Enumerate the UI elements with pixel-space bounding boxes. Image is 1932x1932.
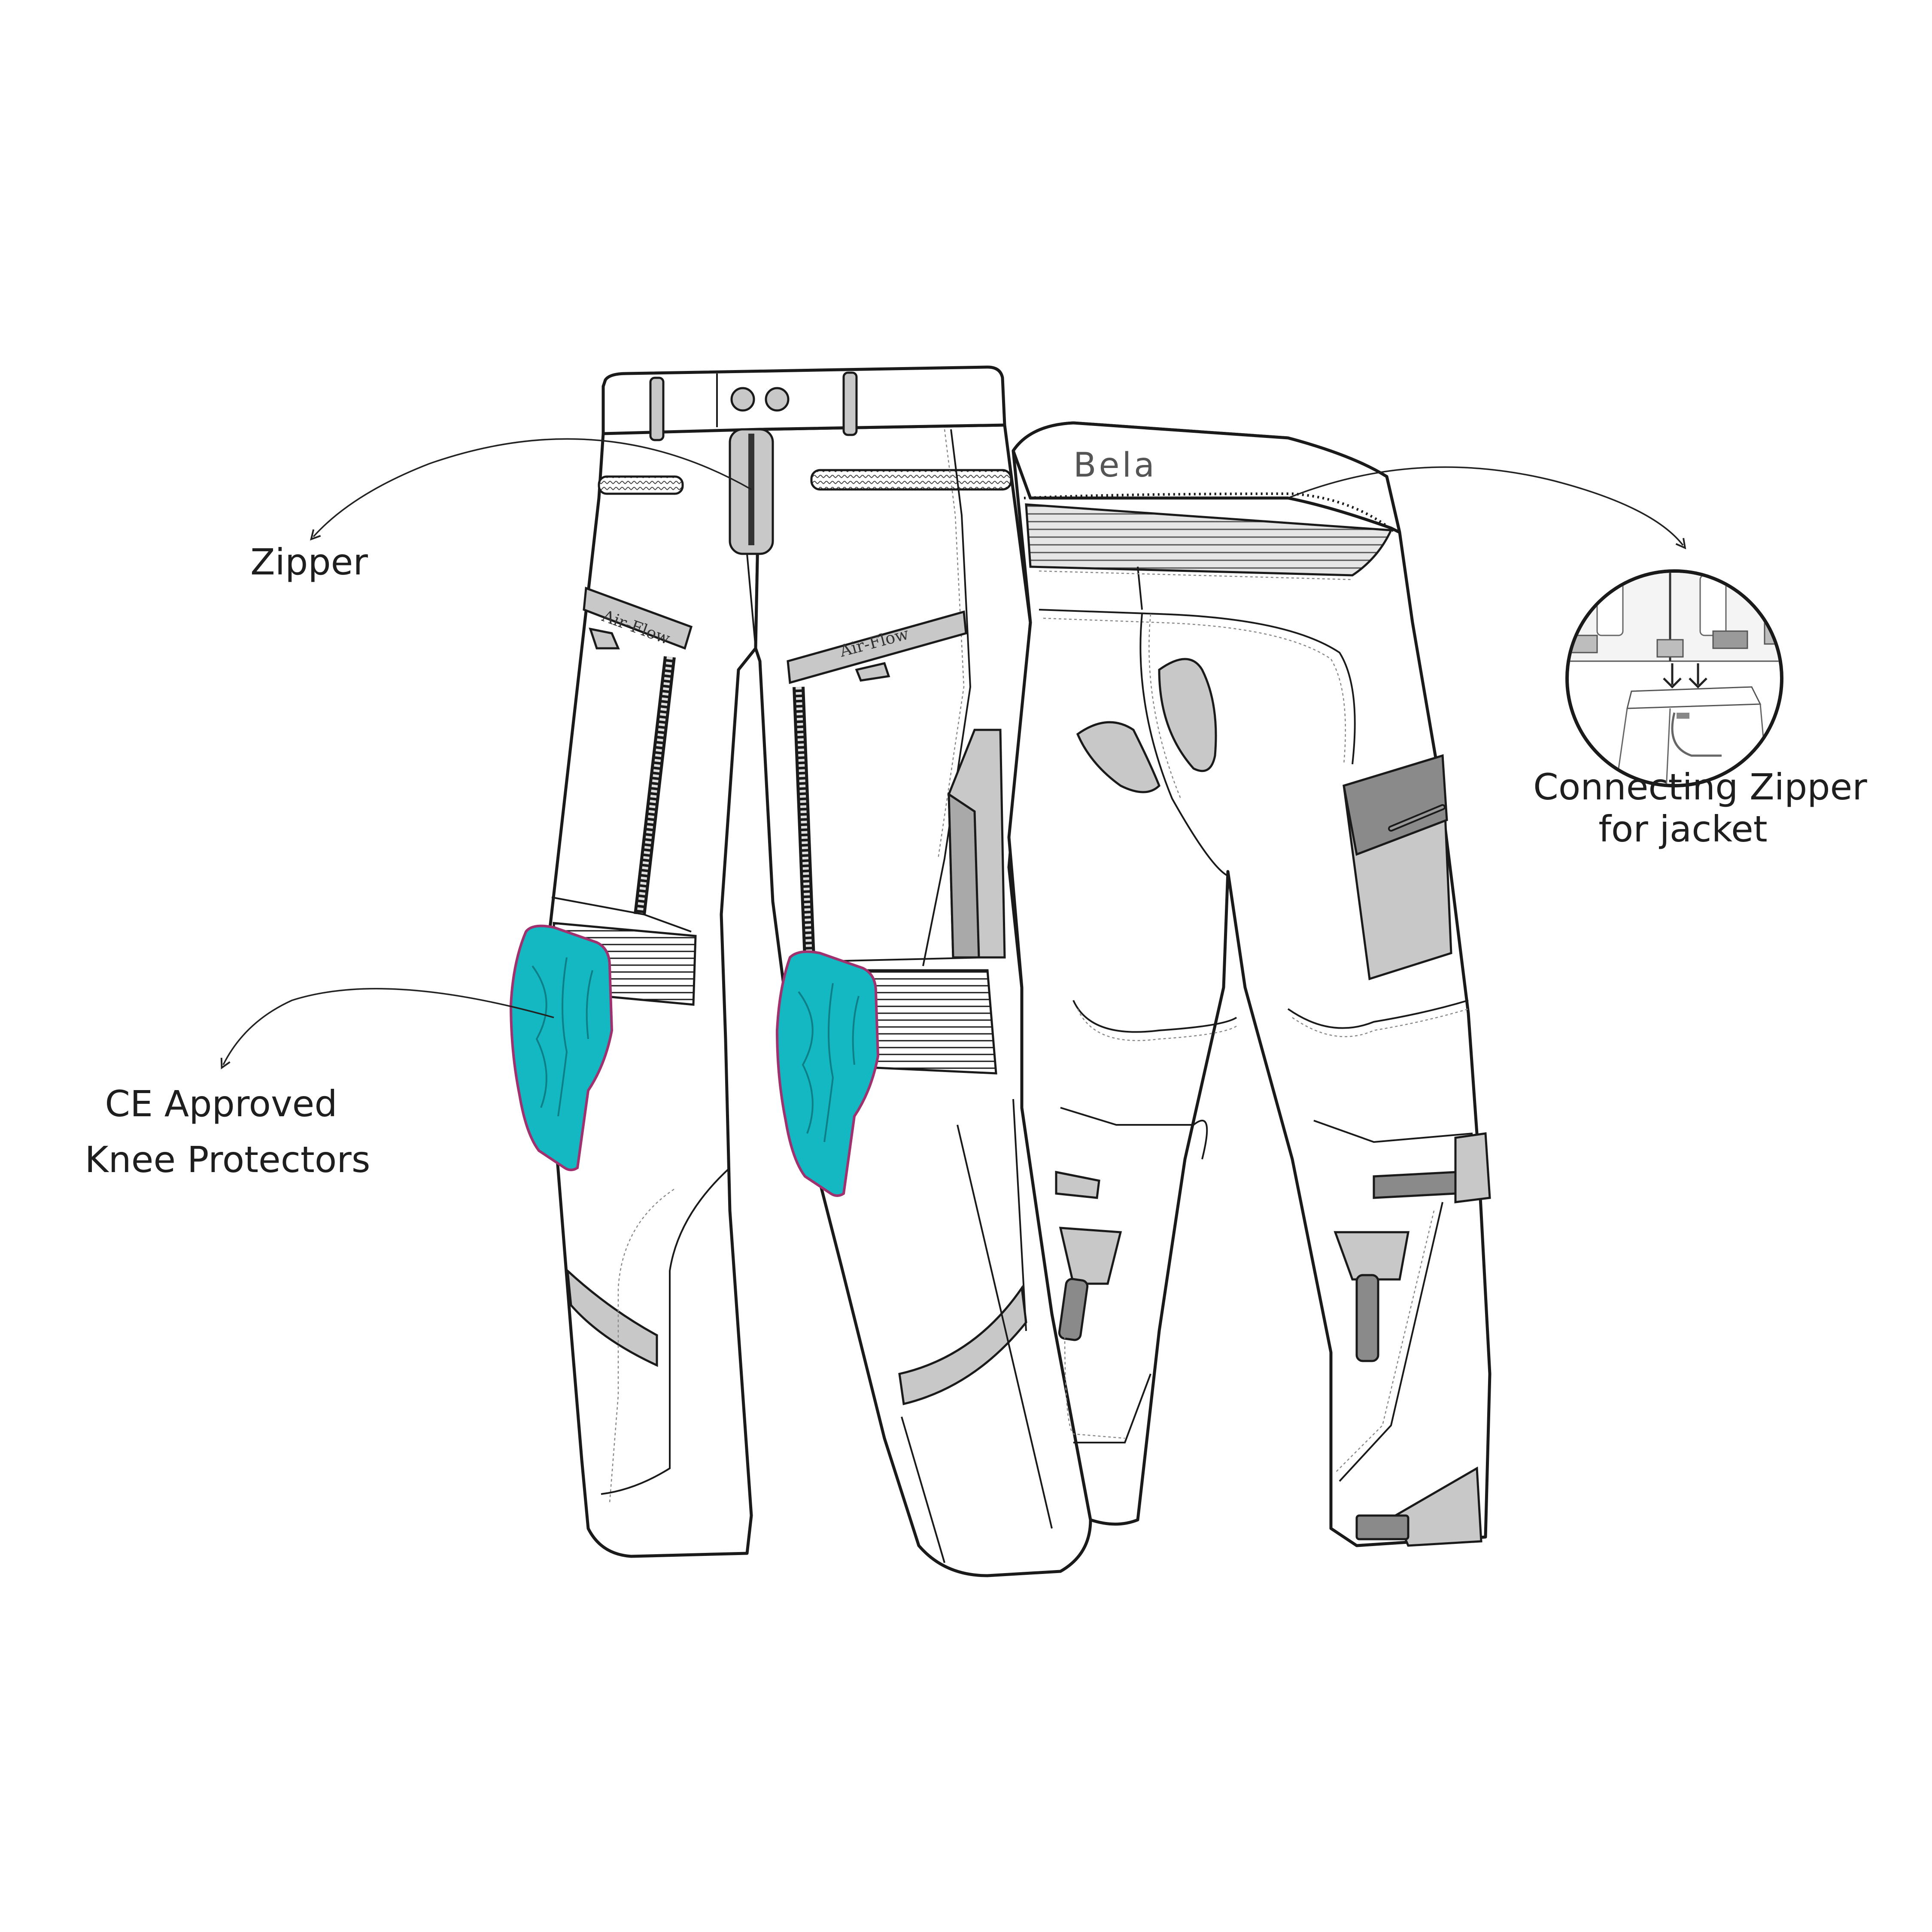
callout-knee-line1: CE Approved: [105, 1083, 337, 1125]
connecting-zipper-inset: [1565, 569, 1783, 787]
knee-protector-left: [509, 924, 614, 1171]
belt-loop-right: [842, 371, 858, 436]
cargo-pocket-back: [1343, 754, 1452, 981]
curved-arrow-icon-zipper: [310, 438, 752, 541]
seat-patch-left: [1076, 721, 1160, 793]
adjust-panel-right: [1334, 1231, 1410, 1281]
callout-connect-line2: for jacket: [1598, 808, 1767, 850]
back-stretch-panel: [1025, 503, 1393, 577]
brand-logo: Bela: [1073, 446, 1157, 485]
hip-pocket-zipper-right: [810, 469, 1012, 491]
shin-band-left: [566, 1268, 658, 1367]
adjust-tab-right-top: [1373, 1171, 1457, 1199]
callout-zipper: Zipper: [250, 541, 368, 583]
snap-button-1: [730, 387, 755, 412]
callout-connect-line1: Connecting Zipper: [1533, 766, 1867, 808]
belt-loop-left: [649, 377, 665, 441]
back-pants: Bela: [1007, 421, 1492, 1547]
front-waistband: [601, 365, 1006, 435]
seat-patch-right: [1158, 658, 1217, 772]
snap-button-2: [765, 387, 790, 412]
adjust-strap-left: [1058, 1278, 1089, 1341]
airflow-vent-right: Air-Flow: [787, 610, 967, 958]
front-pants: Air-Flow Air-Flow: [548, 365, 1092, 1577]
adjust-tab-left-top: [1055, 1170, 1100, 1199]
adjust-panel-left: [1059, 1227, 1122, 1285]
ankle-strap: [1355, 1514, 1410, 1540]
curved-arrow-icon-connect: [1288, 466, 1686, 550]
adjust-strap-right: [1355, 1274, 1379, 1362]
back-pants-outline: [1007, 421, 1492, 1547]
curved-arrow-icon-knee: [220, 988, 554, 1069]
callout-knee-line2: Knee Protectors: [85, 1139, 370, 1181]
knee-protector-right: [775, 950, 880, 1197]
hip-pocket-zipper-left: [598, 475, 684, 495]
